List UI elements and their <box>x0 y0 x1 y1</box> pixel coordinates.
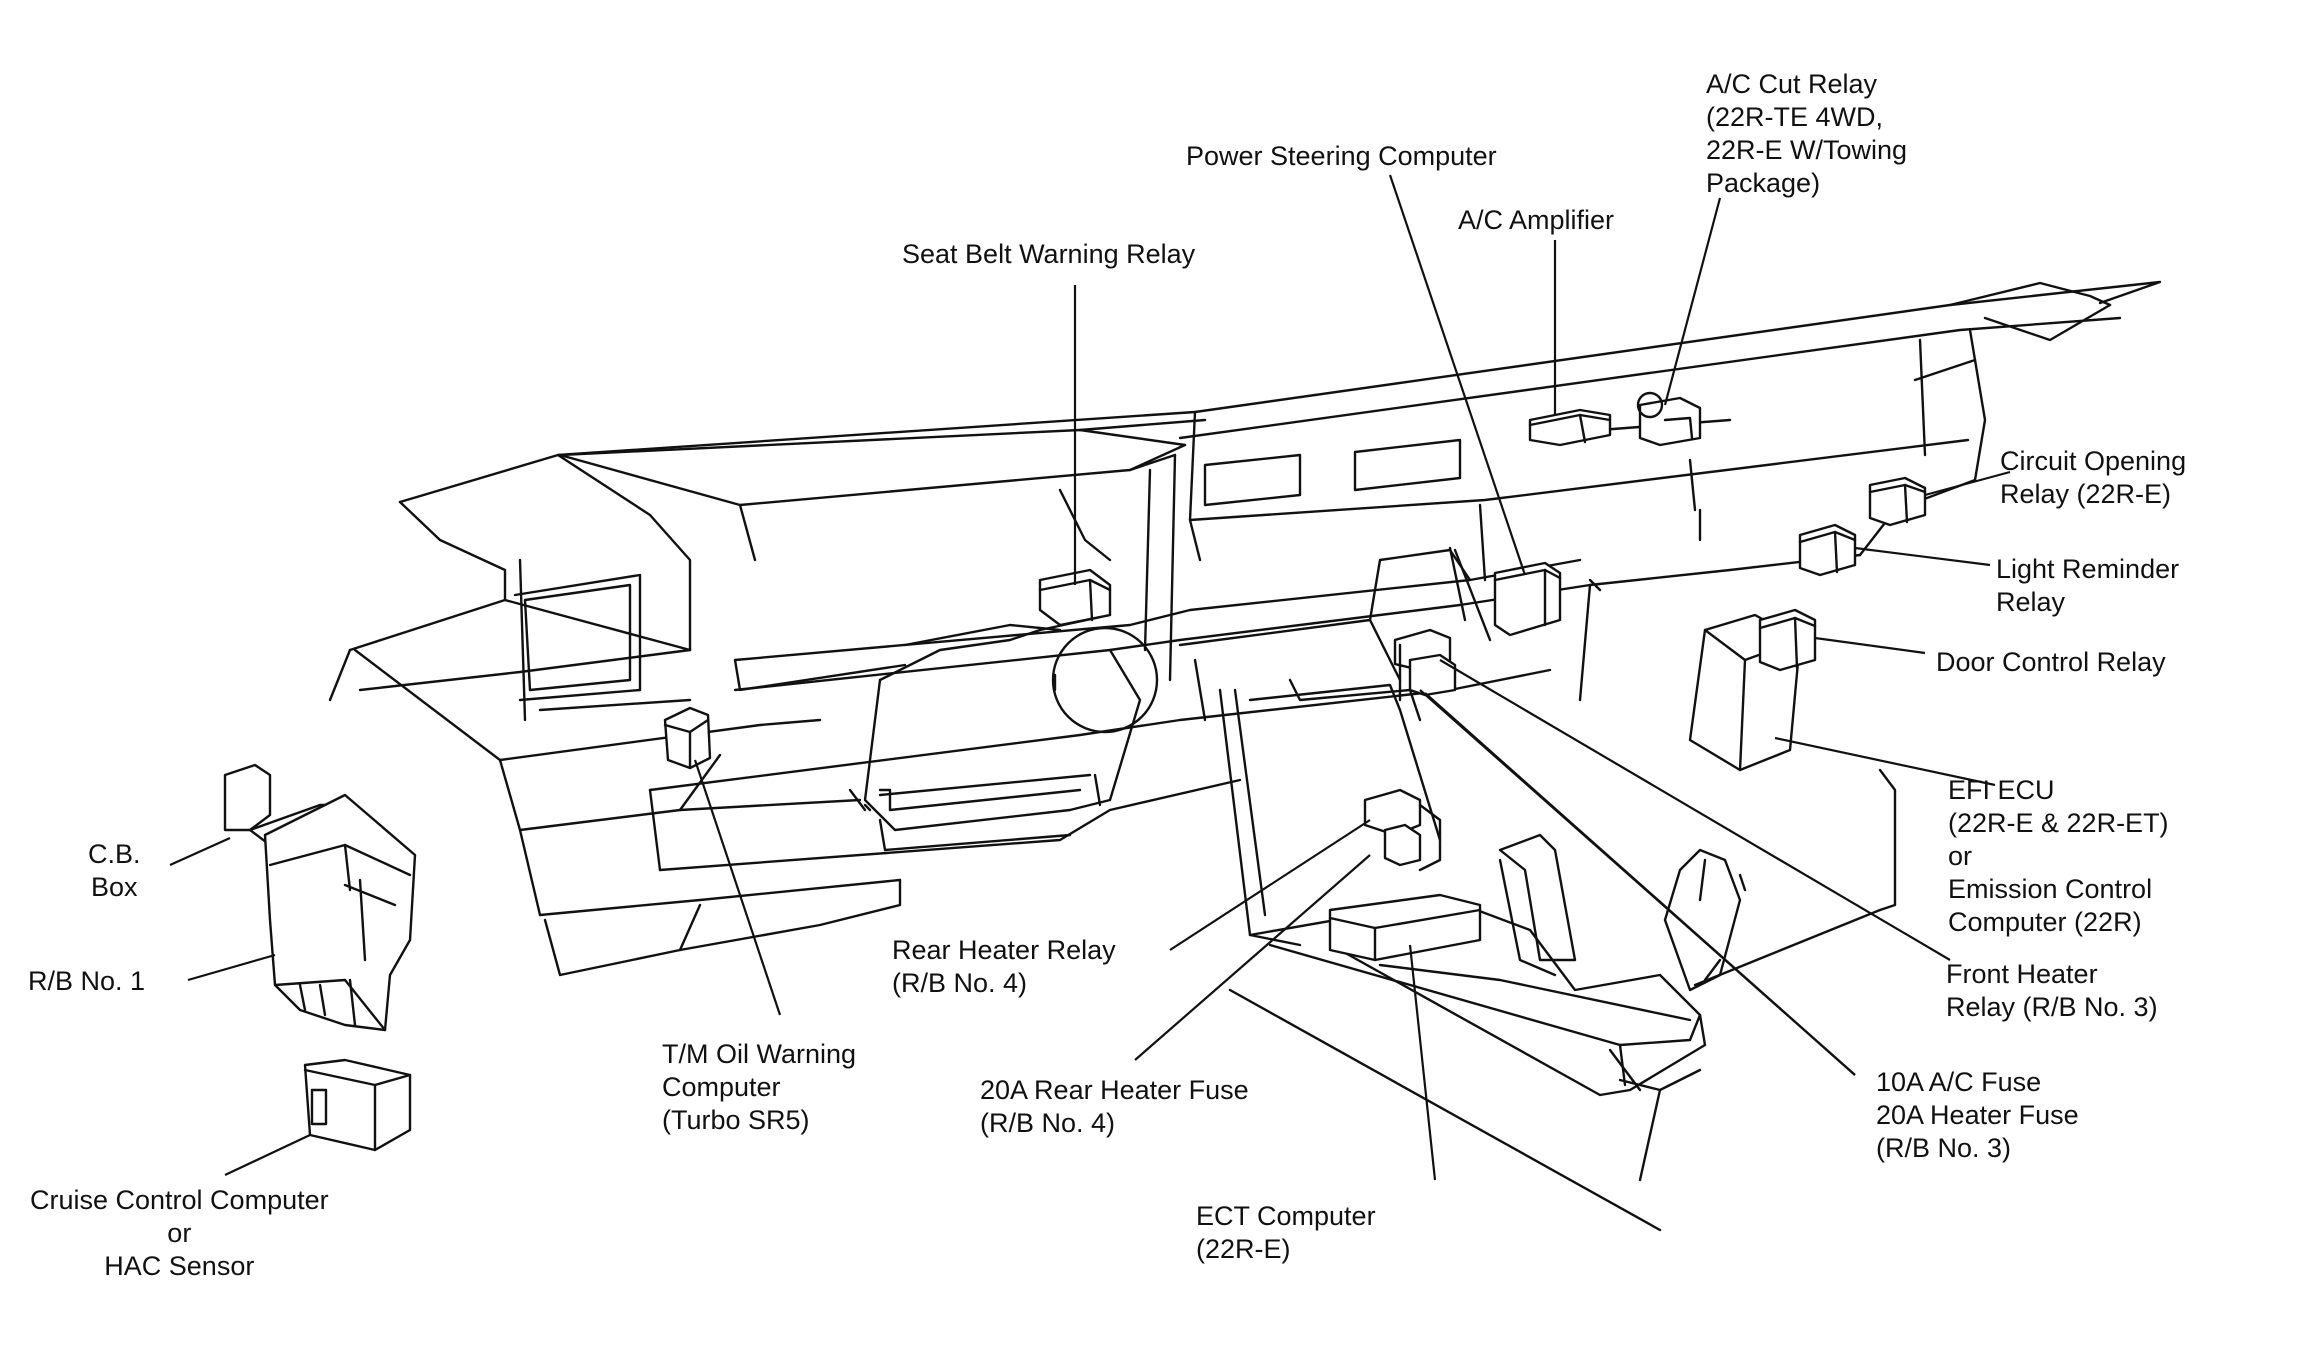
ect-computer-component <box>1328 893 1482 962</box>
label-seat-belt-warning-relay: Seat Belt Warning Relay <box>902 239 1196 269</box>
label-cruise-control-computer: Cruise Control Computer or HAC Sensor <box>30 1185 329 1281</box>
label-door-control-relay: Door Control Relay <box>1936 647 2166 677</box>
label-efi-ecu: EFI ECU (22R-E & 22R-ET) or Emission Con… <box>1948 775 2169 937</box>
seat-belt-warning-relay-component <box>1038 568 1112 627</box>
label-front-heater-relay: Front Heater Relay (R/B No. 3) <box>1946 959 2158 1022</box>
label-ac-fuse: 10A A/C Fuse 20A Heater Fuse (R/B No. 3) <box>1876 1067 2079 1163</box>
label-cb-box: C.B. Box <box>88 839 141 902</box>
front-heater-relay-component <box>1393 628 1457 702</box>
label-relay-block-no1: R/B No. 1 <box>28 966 146 996</box>
light-reminder-relay-component <box>1798 523 1857 577</box>
label-circuit-opening-relay: Circuit Opening Relay (22R-E) <box>2000 446 2187 509</box>
cruise-control-computer-component <box>303 1058 412 1152</box>
label-power-steering-computer: Power Steering Computer <box>1186 141 1497 171</box>
rear-heater-relay-component <box>1363 788 1442 872</box>
label-ac-amplifier: A/C Amplifier <box>1458 205 1615 235</box>
label-ect-computer: ECT Computer (22R-E) <box>1196 1201 1376 1264</box>
ac-cut-relay-component <box>1636 391 1702 447</box>
ac-amplifier-component <box>1528 408 1612 447</box>
relay-block-no1-component <box>263 793 417 1032</box>
door-control-relay-component <box>1758 608 1817 672</box>
leader-lines <box>169 174 2011 1181</box>
label-rear-heater-fuse: 20A Rear Heater Fuse (R/B No. 4) <box>980 1075 1249 1138</box>
label-light-reminder-relay: Light Reminder Relay <box>1996 554 2180 617</box>
circuit-opening-relay-component <box>1868 476 1927 527</box>
tm-oil-warning-computer-component <box>663 706 712 770</box>
power-steering-computer-component <box>1493 561 1562 637</box>
label-rear-heater-relay: Rear Heater Relay (R/B No. 4) <box>892 935 1116 998</box>
label-ac-cut-relay: A/C Cut Relay (22R-TE 4WD, 22R-E W/Towin… <box>1706 69 1908 198</box>
label-tm-oil-warning-computer: T/M Oil Warning Computer (Turbo SR5) <box>662 1039 857 1135</box>
